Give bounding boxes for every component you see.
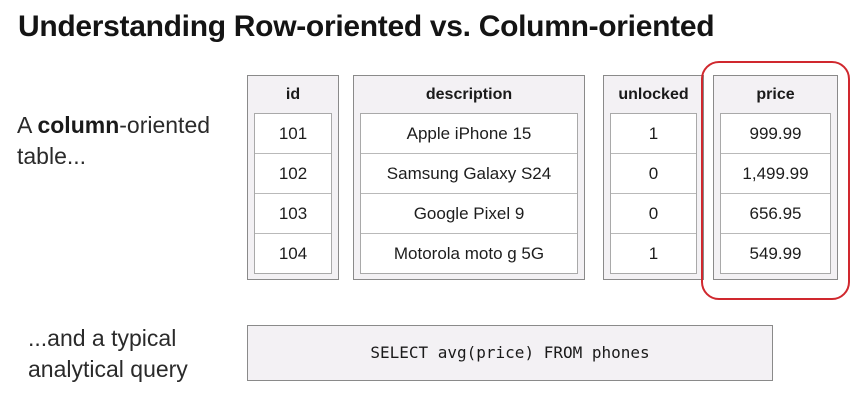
- lead-prefix: A: [17, 112, 38, 138]
- cell: 102: [255, 153, 331, 193]
- cell: 999.99: [749, 124, 802, 143]
- cell: Motorola moto g 5G: [361, 233, 577, 273]
- price-column-highlight: [701, 61, 850, 300]
- query-label: ...and a typical analytical query: [28, 323, 188, 385]
- cell: 104: [255, 233, 331, 273]
- column-header-id: id: [285, 86, 301, 103]
- column-cells-description: Apple iPhone 15 Samsung Galaxy S24 Googl…: [360, 113, 578, 274]
- lead-line2: table...: [17, 143, 87, 169]
- cell: 1: [648, 124, 659, 143]
- lead-bold: column: [37, 112, 120, 138]
- query-label-line1: ...and a typical: [28, 325, 177, 351]
- sql-query-box: SELECT avg(price) FROM phones: [247, 325, 773, 381]
- lead-suffix: -oriented: [119, 112, 211, 138]
- query-label-line2: analytical query: [28, 356, 188, 382]
- column-cells-price: 999.99 1,499.99 656.95 549.99: [720, 113, 831, 274]
- column-unlocked: unlocked 1 0 0 1: [603, 75, 704, 280]
- cell: 656.95: [721, 193, 830, 233]
- cell: 103: [255, 193, 331, 233]
- column-header-description: description: [425, 86, 513, 103]
- cell: 0: [611, 193, 696, 233]
- column-cells-unlocked: 1 0 0 1: [610, 113, 697, 274]
- cell: 0: [611, 153, 696, 193]
- column-price: price 999.99 1,499.99 656.95 549.99: [713, 75, 838, 280]
- cell: Google Pixel 9: [361, 193, 577, 233]
- cell: 101: [278, 124, 308, 143]
- column-id: id 101 102 103 104: [247, 75, 339, 280]
- cell: 1: [611, 233, 696, 273]
- lead-text: A column-oriented table...: [17, 110, 210, 172]
- column-cells-id: 101 102 103 104: [254, 113, 332, 274]
- column-description: description Apple iPhone 15 Samsung Gala…: [353, 75, 585, 280]
- column-header-unlocked: unlocked: [618, 86, 689, 103]
- column-header-price: price: [756, 86, 795, 103]
- cell: 549.99: [721, 233, 830, 273]
- slide-title: Understanding Row-oriented vs. Column-or…: [18, 10, 715, 43]
- cell: Apple iPhone 15: [406, 124, 532, 143]
- cell: 1,499.99: [721, 153, 830, 193]
- cell: Samsung Galaxy S24: [361, 153, 577, 193]
